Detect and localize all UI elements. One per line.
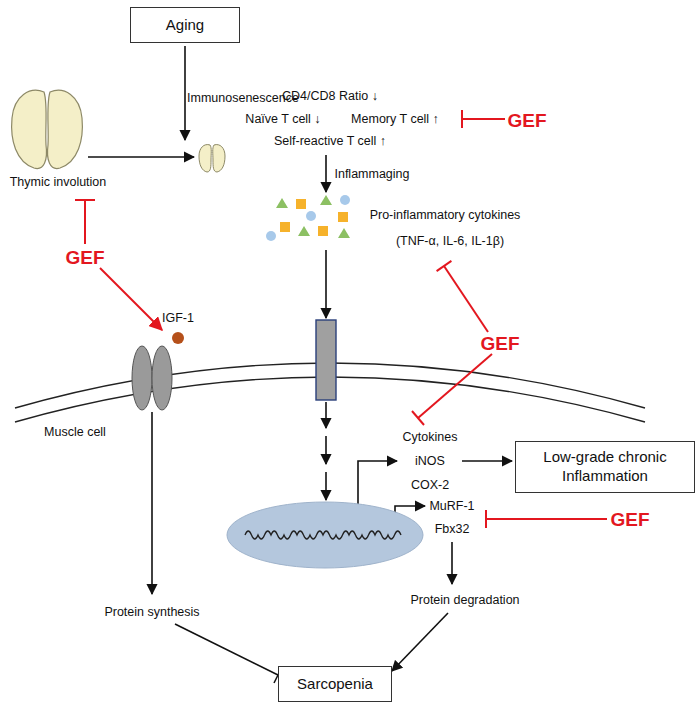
text-label: iNOS (415, 454, 445, 469)
arrows (88, 46, 512, 683)
aging-box: Aging (130, 7, 240, 44)
text-label: Protein degradation (410, 593, 519, 608)
text-label: CD4/CD8 Ratio ↓ (282, 89, 378, 104)
text-label: Muscle cell (44, 425, 106, 440)
gef-label: GEF (610, 509, 649, 532)
text-label: Inflammaging (334, 167, 409, 182)
text-label: IGF-1 (162, 311, 194, 326)
nucleus (227, 502, 423, 568)
igf-receptor (132, 332, 184, 410)
inflammation-box: Low-grade chronic Inflammation (515, 441, 695, 493)
box-text: Aging (149, 16, 221, 35)
text-label: Naïve T cell ↓ (245, 112, 320, 127)
thymus-large (12, 90, 83, 168)
cytokine-receptor (316, 320, 336, 400)
cytokine-symbols (266, 195, 350, 241)
text-label: Cytokines (403, 430, 458, 445)
box-text: Low-grade chronic Inflammation (530, 448, 680, 486)
text-label: MuRF-1 (429, 499, 474, 514)
sarcopenia-box: Sarcopenia (278, 666, 392, 703)
box-text: Sarcopenia (297, 675, 373, 694)
text-label: (TNF-α, IL-6, IL-1β) (396, 234, 504, 249)
gef-label: GEF (507, 110, 546, 133)
text-label: Fbx32 (435, 522, 470, 537)
gef-label: GEF (480, 333, 519, 356)
thymus-small (199, 145, 225, 172)
gef-label: GEF (65, 247, 104, 270)
text-label: Pro-inflammatory cytokines (370, 208, 521, 223)
text-label: Thymic involution (10, 175, 107, 190)
text-label: Protein synthesis (104, 605, 199, 620)
text-label: Self-reactive T cell ↑ (274, 134, 386, 149)
text-label: COX-2 (411, 478, 449, 493)
text-label: Memory T cell ↑ (351, 112, 439, 127)
